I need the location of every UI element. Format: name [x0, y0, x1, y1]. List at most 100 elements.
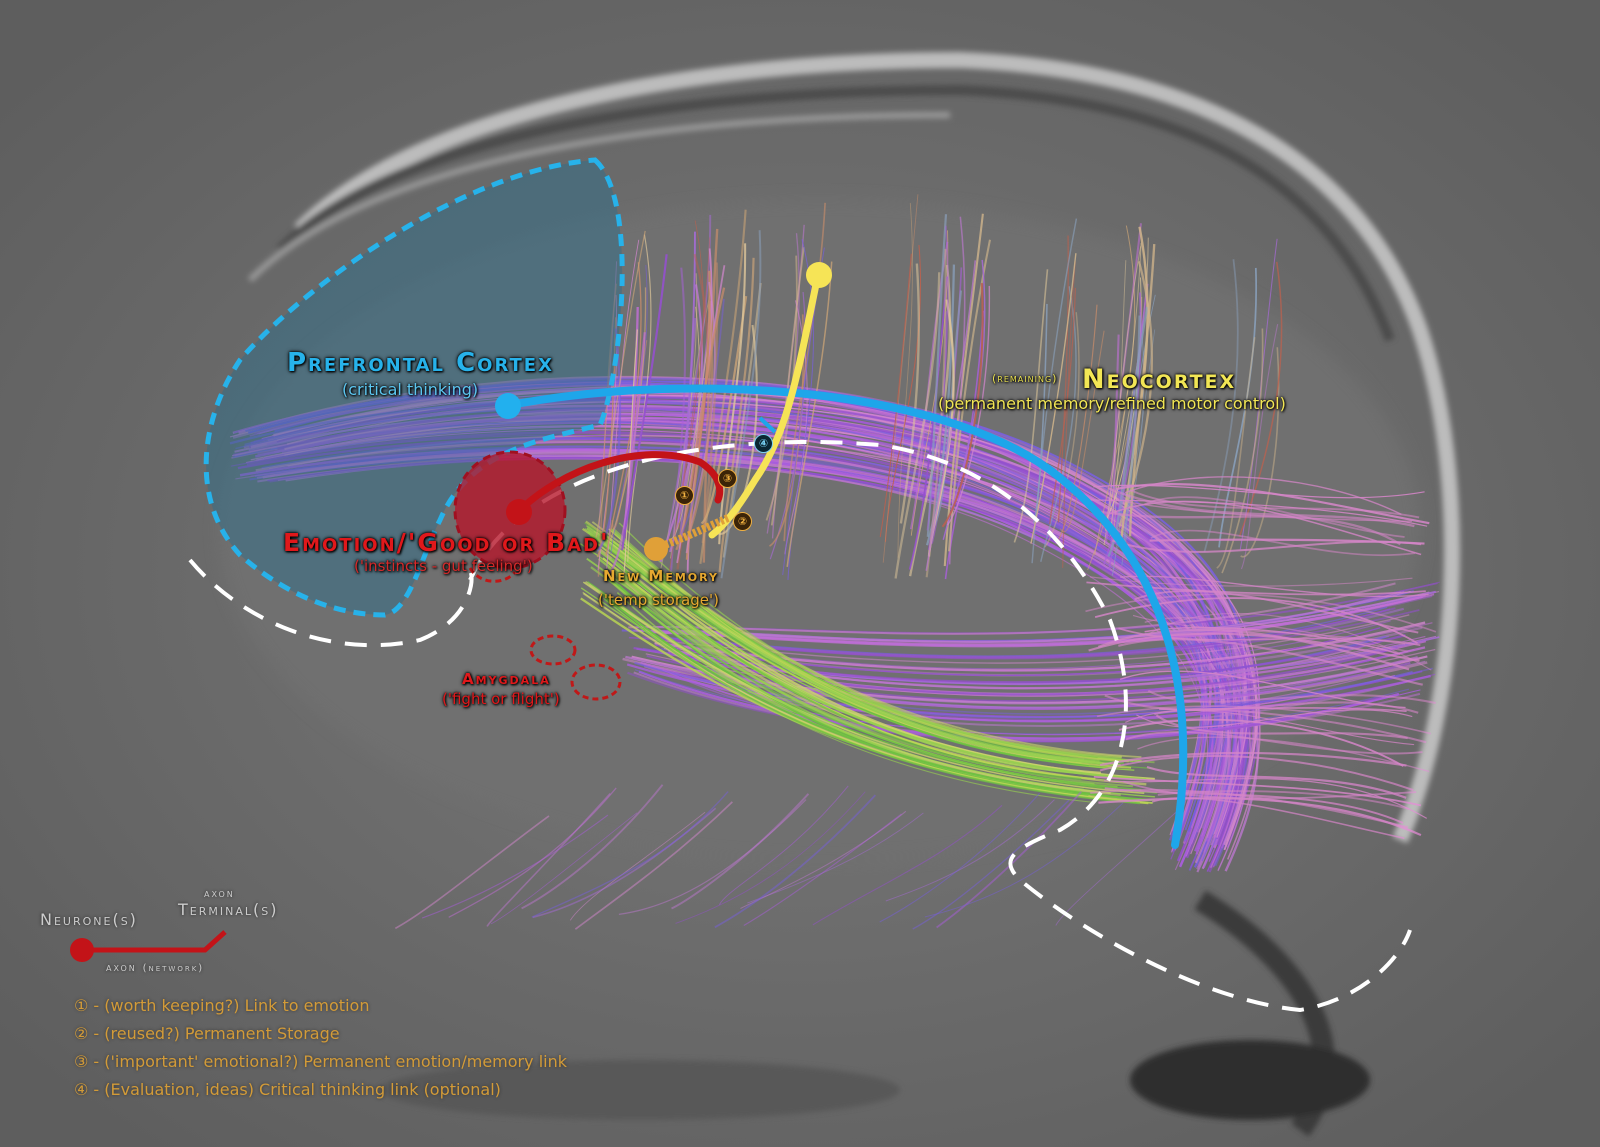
fiber — [1030, 253, 1077, 544]
fiber — [1125, 731, 1423, 755]
fiber — [1118, 261, 1154, 527]
fiber — [618, 799, 807, 916]
prefrontal-neurone — [495, 393, 521, 419]
fiber — [626, 663, 1431, 723]
fiber — [1093, 775, 1422, 807]
fiber — [229, 398, 1204, 841]
fiber — [634, 661, 1413, 719]
memory-neurone — [644, 537, 668, 561]
fiber — [585, 520, 1122, 759]
fiber — [743, 813, 902, 927]
fiber — [718, 785, 849, 906]
brain-tissue — [220, 200, 1420, 860]
fiber — [1216, 337, 1256, 569]
legend-axon-network: (network) — [142, 963, 205, 974]
fiber — [531, 791, 729, 918]
link-4-branch — [758, 416, 777, 434]
fiber — [270, 449, 1244, 869]
fiber — [718, 243, 747, 545]
fiber — [1143, 496, 1405, 538]
skull-outline — [247, 51, 1460, 1137]
fiber — [1083, 499, 1428, 527]
amygdala-region — [529, 634, 622, 701]
fiber — [569, 811, 706, 921]
fiber — [1104, 787, 1404, 824]
legend-neurone-label: Neurone(s) — [40, 910, 138, 929]
fiber — [233, 420, 1206, 853]
note-2: ② - (reused?) Permanent Storage — [74, 1024, 340, 1043]
white-dashed-outline — [188, 439, 1412, 1013]
fiber — [909, 241, 949, 530]
marker-3: ③ — [718, 469, 737, 488]
fiber — [490, 812, 638, 925]
fiber — [670, 646, 1398, 696]
fiber — [248, 382, 1222, 832]
marker-4: ④ — [754, 434, 773, 453]
fiber — [1118, 638, 1423, 686]
fiber — [926, 214, 948, 537]
fiber — [675, 298, 725, 544]
fiber — [671, 793, 810, 910]
fiber — [1147, 689, 1436, 704]
fiber — [740, 810, 907, 909]
fiber — [908, 276, 948, 570]
fiber — [897, 202, 913, 558]
fiber — [1099, 755, 1414, 791]
emotion-axon — [514, 451, 724, 516]
fiber — [699, 209, 747, 564]
fiber — [1089, 508, 1401, 546]
fiber — [235, 454, 1209, 871]
fiber — [281, 413, 1256, 849]
fiber — [1061, 261, 1076, 568]
fiber — [394, 815, 550, 930]
fiber — [1040, 286, 1077, 562]
neocortex-subtitle: (permanent memory/refined motor control) — [938, 394, 1286, 413]
prefrontal-axon — [506, 384, 1188, 849]
fiber — [669, 323, 711, 540]
fiber — [714, 794, 877, 929]
new-memory-title: New Memory — [603, 567, 719, 585]
fiber — [597, 557, 1143, 781]
fiber — [1155, 714, 1408, 740]
fiber — [1146, 765, 1407, 799]
fiber — [574, 801, 733, 930]
marker-1: ① — [675, 486, 694, 505]
fiber — [912, 799, 1070, 930]
neocortex-title: Neocortex — [1082, 364, 1237, 395]
fiber — [675, 791, 866, 924]
fiber — [1137, 736, 1430, 773]
new-memory-subtitle: ('temp storage') — [598, 591, 719, 609]
fiber — [621, 254, 668, 551]
emotion-region-tail — [468, 567, 517, 583]
fiber — [1104, 246, 1142, 531]
fiber — [595, 230, 646, 538]
fiber — [1090, 788, 1409, 829]
emotion-title: Emotion/'Good or Bad' — [283, 528, 610, 557]
fiber — [924, 802, 1124, 918]
fiber — [259, 377, 1233, 830]
legend-axon-label: axon (network) — [106, 960, 205, 974]
fiber — [1130, 489, 1420, 519]
fiber — [1097, 628, 1410, 671]
fiber — [667, 237, 711, 580]
marker-2: ② — [733, 512, 752, 531]
fiber — [700, 295, 748, 525]
fiber — [261, 376, 1236, 829]
prefrontal-title: Prefrontal Cortex — [287, 348, 554, 378]
fiber — [1085, 593, 1437, 633]
fiber — [1031, 218, 1078, 564]
emotion-neurone — [506, 499, 532, 525]
fiber — [1055, 304, 1098, 544]
fiber — [486, 792, 611, 927]
fiber — [636, 582, 1438, 635]
fiber — [1044, 312, 1080, 548]
fiber — [885, 799, 1055, 902]
fiber — [421, 814, 609, 919]
fiber — [908, 264, 952, 577]
fiber — [718, 257, 755, 573]
fiber — [598, 261, 618, 530]
fiber — [879, 792, 1041, 923]
fiber — [607, 332, 646, 576]
neocortex-neurone — [806, 262, 832, 288]
